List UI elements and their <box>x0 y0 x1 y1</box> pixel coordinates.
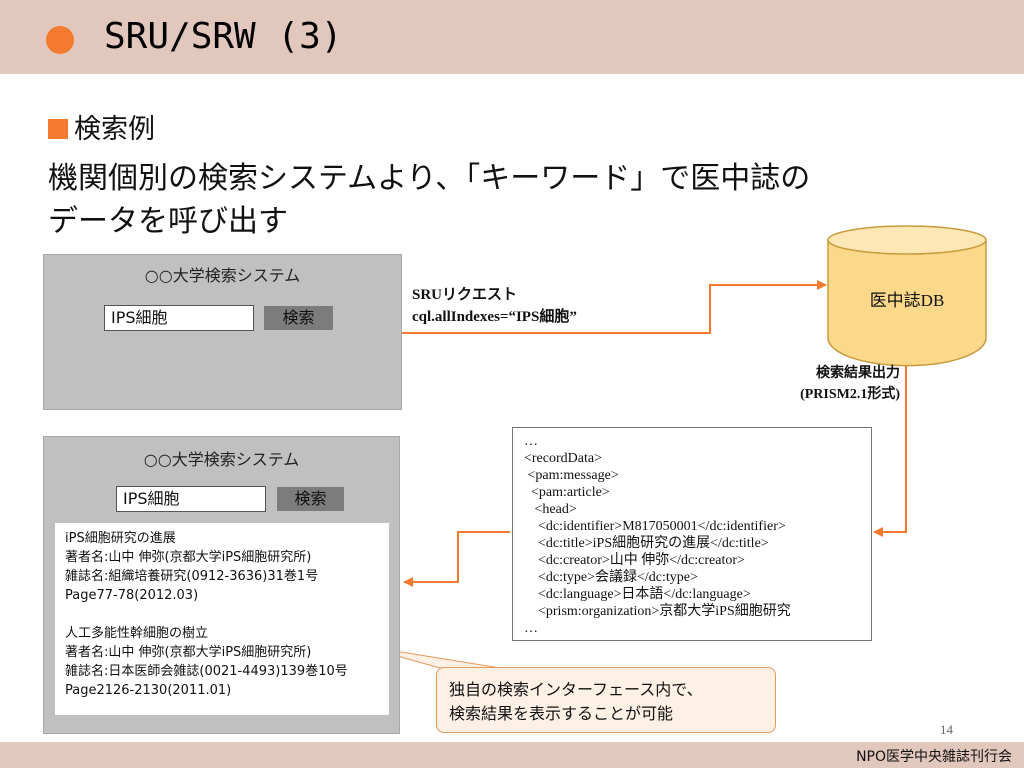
search-panel-bottom: ○○大学検索システム IPS細胞 検索 iPS細胞研究の進展 著者名:山中 伸弥… <box>43 436 400 734</box>
result-list: iPS細胞研究の進展 著者名:山中 伸弥(京都大学iPS細胞研究所) 雑誌名:組… <box>55 523 389 715</box>
xml-line: … <box>524 434 538 449</box>
result-journal: 雑誌名:日本医師会雑誌(0021-4493)139巻10号 <box>65 664 348 679</box>
search-button[interactable]: 検索 <box>277 487 344 511</box>
database-cylinder-icon <box>827 225 987 367</box>
slide-title: SRU/SRW (3) <box>104 16 343 57</box>
description-line-2: データを呼び出す <box>48 204 288 239</box>
xml-line: <pam:message> <box>524 468 619 483</box>
result-item[interactable]: 人工多能性幹細胞の樹立 著者名:山中 伸弥(京都大学iPS細胞研究所) 雑誌名:… <box>65 624 379 700</box>
page-number: 14 <box>940 722 953 737</box>
request-arrow <box>402 280 827 334</box>
callout-line-1: 独自の検索インターフェース内で、 <box>449 680 703 699</box>
xml-line: … <box>524 621 538 636</box>
result-author: 著者名:山中 伸弥(京都大学iPS細胞研究所) <box>65 550 312 565</box>
request-label-line-1: SRUリクエスト <box>412 287 518 303</box>
result-title: 人工多能性幹細胞の樹立 <box>65 626 209 641</box>
result-author: 著者名:山中 伸弥(京都大学iPS細胞研究所) <box>65 645 312 660</box>
organization-name: NPO医学中央雑誌刊行会 <box>856 749 1012 765</box>
output-arrow <box>873 356 907 537</box>
slide-description: 機関個別の検索システムより、「キーワード」で医中誌の データを呼び出す <box>48 157 978 243</box>
database-label: 医中誌DB <box>869 291 945 310</box>
search-button[interactable]: 検索 <box>264 306 333 330</box>
xml-line: <head> <box>524 502 577 517</box>
request-label-line-2: cql.allIndexes=“IPS細胞” <box>412 309 577 325</box>
title-bullet-icon <box>46 26 74 54</box>
xml-line: <recordData> <box>524 451 602 466</box>
section-heading: 検索例 <box>48 110 155 150</box>
panel-title: ○○大学検索システム <box>143 450 300 469</box>
result-page: Page77-78(2012.03) <box>65 588 199 603</box>
xml-line: <dc:type>会議録</dc:type> <box>524 570 698 585</box>
xml-line: <pam:article> <box>524 485 610 500</box>
title-bar <box>0 0 1024 74</box>
section-label: 検索例 <box>74 114 155 145</box>
callout-note: 独自の検索インターフェース内で、 検索結果を表示することが可能 <box>436 667 776 733</box>
footer-bar <box>0 742 1024 768</box>
search-input[interactable]: IPS細胞 <box>104 305 254 331</box>
xml-line: <dc:creator>山中 伸弥</dc:creator> <box>524 553 745 568</box>
square-bullet-icon <box>48 119 68 139</box>
description-line-1: 機関個別の検索システムより、「キーワード」で医中誌の <box>48 161 811 196</box>
output-label: 検索結果出力 (PRISM2.1形式) <box>752 363 900 405</box>
xml-line: <dc:title>iPS細胞研究の進展</dc:title> <box>524 536 769 551</box>
output-label-line-1: 検索結果出力 <box>816 366 900 381</box>
xml-line: <prism:organization>京都大学iPS細胞研究 <box>524 604 791 619</box>
output-label-line-2: (PRISM2.1形式) <box>800 387 900 402</box>
xml-record-box: … <recordData> <pam:message> <pam:articl… <box>512 427 872 641</box>
display-arrow <box>403 531 510 587</box>
panel-title: ○○大学検索システム <box>144 266 301 285</box>
result-page: Page2126-2130(2011.01) <box>65 683 232 698</box>
search-panel-top: ○○大学検索システム IPS細胞 検索 <box>43 254 402 410</box>
result-title: iPS細胞研究の進展 <box>65 531 176 546</box>
xml-line: <dc:language>日本語</dc:language> <box>524 587 751 602</box>
request-label: SRUリクエスト cql.allIndexes=“IPS細胞” <box>412 284 577 328</box>
callout-line-2: 検索結果を表示することが可能 <box>449 704 674 723</box>
xml-line: <dc:identifier>M817050001</dc:identifier… <box>524 519 786 534</box>
search-input[interactable]: IPS細胞 <box>116 486 266 512</box>
result-item[interactable]: iPS細胞研究の進展 著者名:山中 伸弥(京都大学iPS細胞研究所) 雑誌名:組… <box>65 529 379 605</box>
result-journal: 雑誌名:組織培養研究(0912-3636)31巻1号 <box>65 569 319 584</box>
